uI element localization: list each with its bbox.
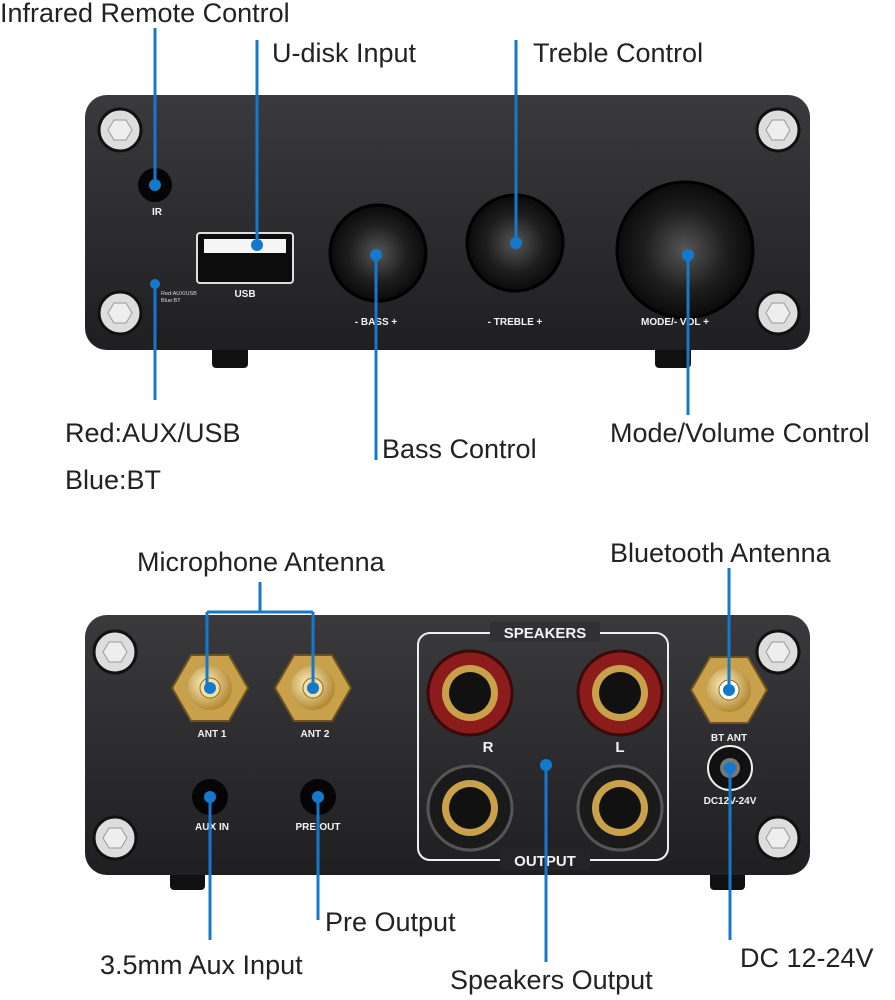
screw-icon xyxy=(755,107,801,153)
r-label: R xyxy=(483,739,494,756)
led-label-blue: Blue:BT xyxy=(161,298,181,304)
speaker-terminal-r-negative[interactable] xyxy=(426,764,514,852)
callout-led-blue: Blue:BT xyxy=(65,465,161,495)
callout-ir: Infrared Remote Control xyxy=(0,0,290,28)
callout-mode: Mode/Volume Control xyxy=(610,418,870,448)
treble-label: - TREBLE + xyxy=(488,317,543,328)
screw-icon xyxy=(755,815,801,861)
callout-treble: Treble Control xyxy=(533,38,703,68)
ant1-label: ANT 1 xyxy=(198,729,227,740)
screw-icon xyxy=(755,629,801,675)
led-label-red: Red:AUX/USB xyxy=(161,291,197,297)
callout-aux: 3.5mm Aux Input xyxy=(100,950,303,980)
l-label: L xyxy=(615,739,624,756)
volume-label: MODE/- VOL + xyxy=(641,317,709,328)
front-callouts: Infrared Remote Control U-disk Input Tre… xyxy=(0,0,870,495)
callout-speakers: Speakers Output xyxy=(450,965,653,995)
screw-icon xyxy=(97,290,143,336)
bt-ant-label: BT ANT xyxy=(711,733,747,744)
front-panel: IR USB - BASS + - TREBLE + MODE/- VOL + xyxy=(85,95,810,368)
led-labels: Red:AUX/USB Blue:BT xyxy=(161,291,197,304)
rear-callouts: Microphone Antenna Bluetooth Antenna 3.5… xyxy=(100,538,874,995)
screw-icon xyxy=(755,290,801,336)
callout-mic: Microphone Antenna xyxy=(137,547,386,577)
callout-pre: Pre Output xyxy=(325,907,456,937)
rear-panel: ANT 1 ANT 2 AUX IN PRE-OUT SPEAKERS OUTP… xyxy=(85,615,810,890)
usb-label: USB xyxy=(234,289,255,300)
foot xyxy=(655,345,691,368)
speaker-terminal-l-positive[interactable] xyxy=(576,649,664,737)
callout-bass: Bass Control xyxy=(382,434,537,464)
screw-icon xyxy=(92,815,138,861)
speaker-terminal-r-positive[interactable] xyxy=(426,649,514,737)
speaker-terminal-l-negative[interactable] xyxy=(576,764,664,852)
ant2-label: ANT 2 xyxy=(301,729,330,740)
speakers-label: SPEAKERS xyxy=(504,625,587,642)
callout-led-red: Red:AUX/USB xyxy=(65,418,241,448)
screw-icon xyxy=(97,107,143,153)
callout-bt: Bluetooth Antenna xyxy=(610,538,832,568)
ir-label: IR xyxy=(152,207,163,218)
callout-usb: U-disk Input xyxy=(272,38,417,68)
callout-dc: DC 12-24V xyxy=(740,943,874,973)
aux-label: AUX IN xyxy=(195,822,229,833)
usb-slot xyxy=(204,239,286,253)
screw-icon xyxy=(92,629,138,675)
foot xyxy=(212,345,248,368)
